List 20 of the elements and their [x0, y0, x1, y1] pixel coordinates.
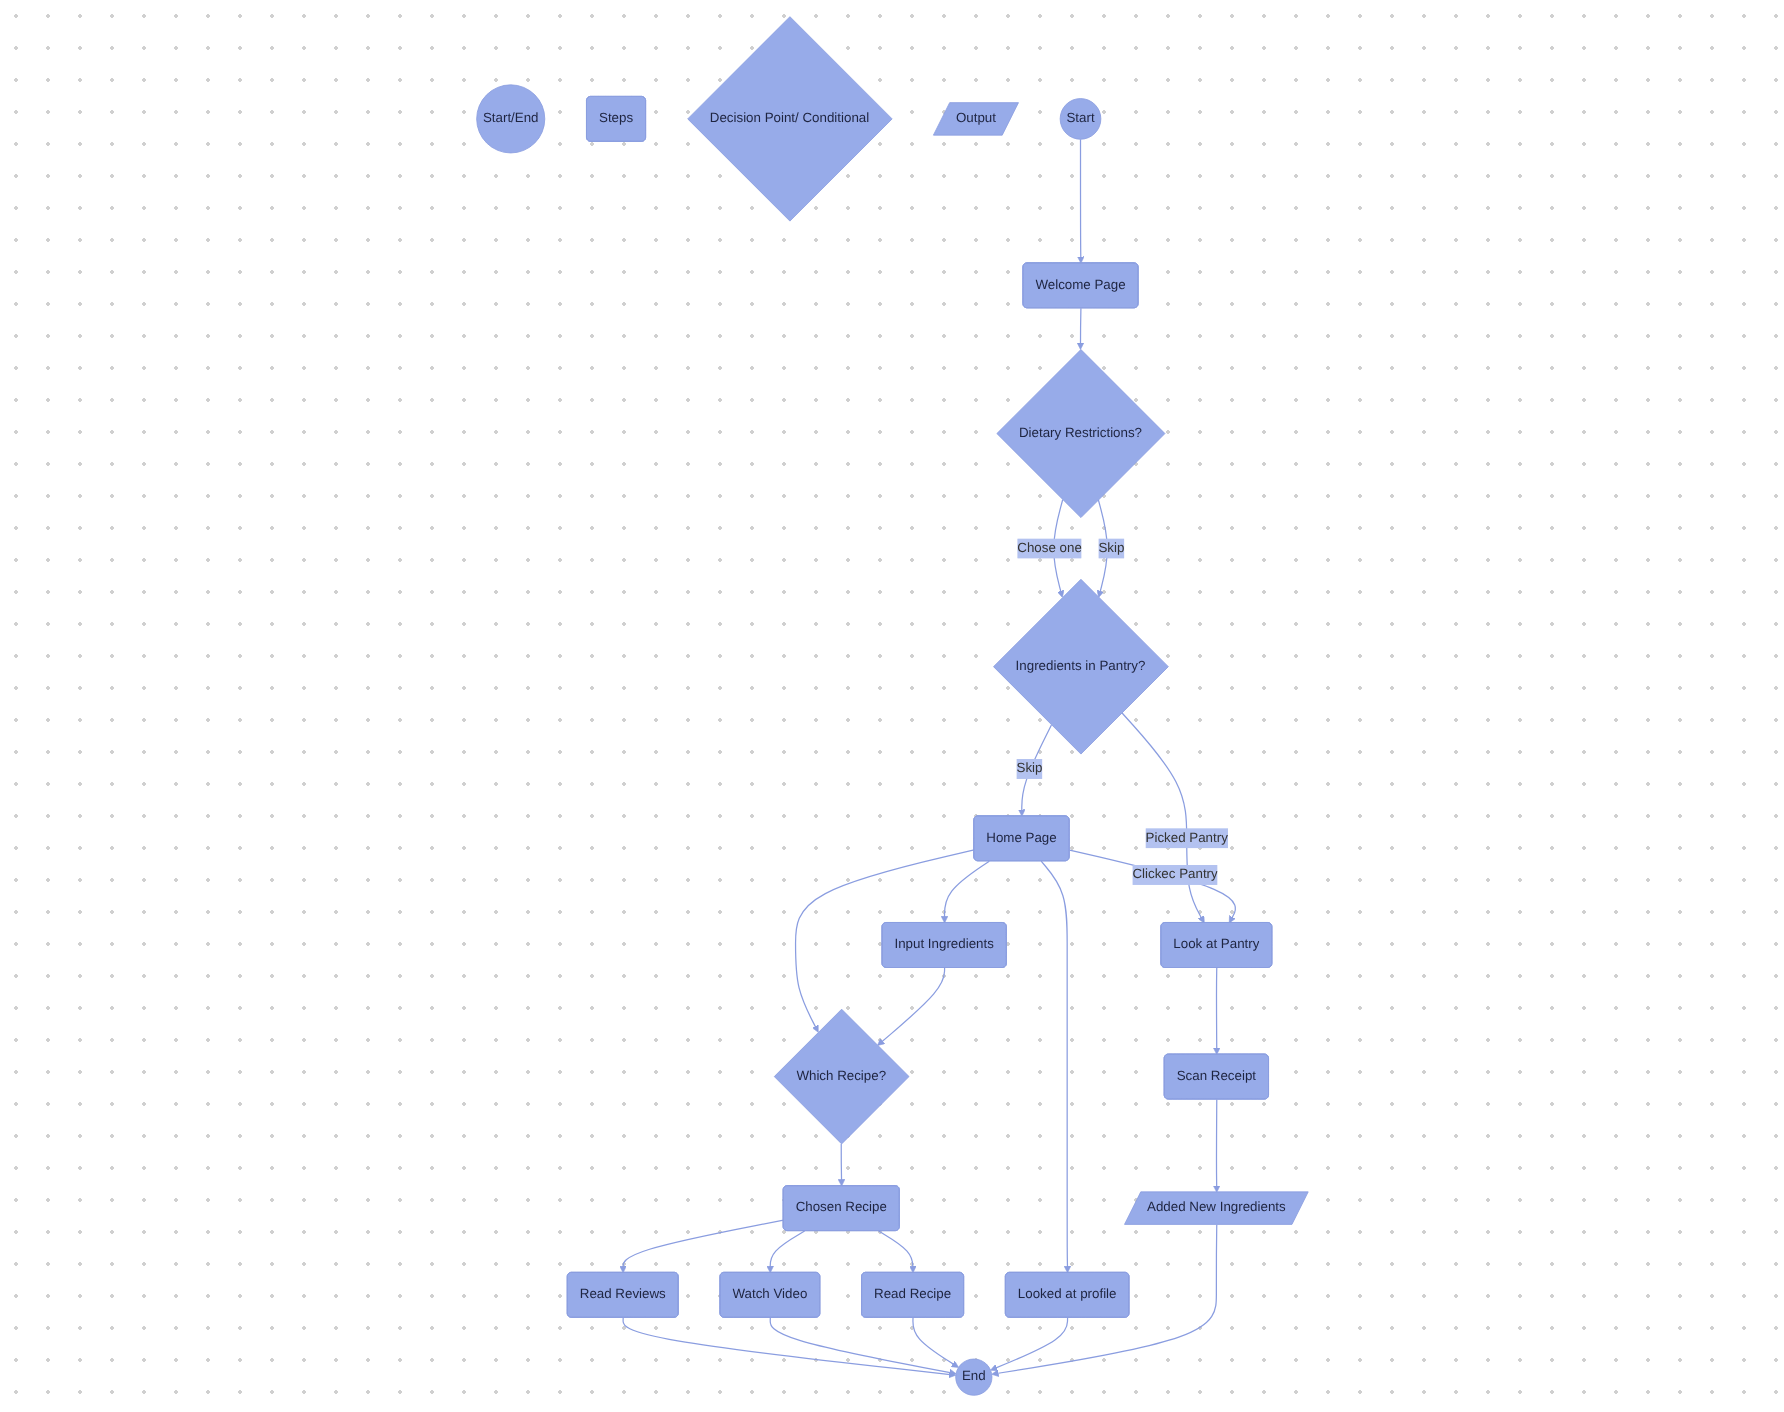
arrow: [989, 1317, 1068, 1372]
arrow: [911, 1317, 959, 1368]
arrow: [769, 1317, 956, 1377]
arrow: [794, 849, 975, 1033]
arrow: [1040, 860, 1071, 1274]
arrow: [940, 860, 990, 924]
arrow: [876, 967, 945, 1046]
arrow: [837, 1143, 845, 1187]
arrow: [1096, 499, 1108, 598]
arrow: [622, 1317, 956, 1379]
arrow: [1212, 967, 1220, 1055]
arrow: [990, 1224, 1217, 1377]
arrow: [618, 1219, 784, 1274]
arrow: [1076, 307, 1084, 350]
arrow: [1212, 1098, 1220, 1193]
arrow: [1068, 849, 1236, 924]
arrow: [1076, 138, 1084, 264]
arrow: [1017, 724, 1052, 817]
arrow: [766, 1230, 805, 1274]
arrow: [877, 1230, 917, 1274]
